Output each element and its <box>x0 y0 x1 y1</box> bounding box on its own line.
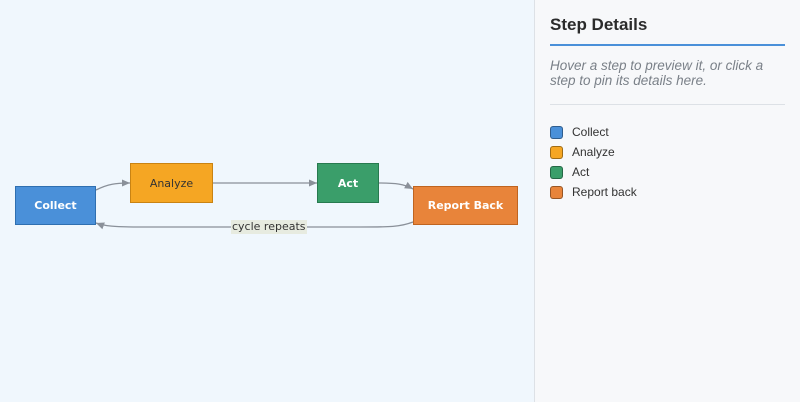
panel-title: Step Details <box>550 15 785 46</box>
legend-label: Act <box>572 165 590 179</box>
legend-label: Analyze <box>572 145 615 159</box>
step-node-collect[interactable]: Collect <box>15 186 96 225</box>
edge-label-cycle-repeats: cycle repeats <box>231 220 307 234</box>
step-node-act[interactable]: Act <box>317 163 379 203</box>
legend-label: Collect <box>572 125 609 139</box>
legend-swatch <box>550 125 563 139</box>
legend: Collect Analyze Act Report back <box>550 122 785 202</box>
legend-item-report-back: Report back <box>550 182 785 202</box>
step-node-report-back[interactable]: Report Back <box>413 186 518 225</box>
legend-swatch <box>550 185 563 199</box>
legend-swatch <box>550 165 563 179</box>
legend-item-collect: Collect <box>550 122 785 142</box>
legend-item-analyze: Analyze <box>550 142 785 162</box>
diagram-canvas: Collect Analyze Act Report Back cycle re… <box>15 163 518 234</box>
edge-act-report <box>378 181 414 190</box>
edge-collect-analyze <box>95 179 131 191</box>
legend-item-act: Act <box>550 162 785 182</box>
panel-hint: Hover a step to preview it, or click a s… <box>550 58 785 105</box>
legend-label: Report back <box>572 185 637 199</box>
step-details-panel: Step Details Hover a step to preview it,… <box>534 0 800 402</box>
step-node-analyze[interactable]: Analyze <box>130 163 213 203</box>
legend-swatch <box>550 145 563 159</box>
